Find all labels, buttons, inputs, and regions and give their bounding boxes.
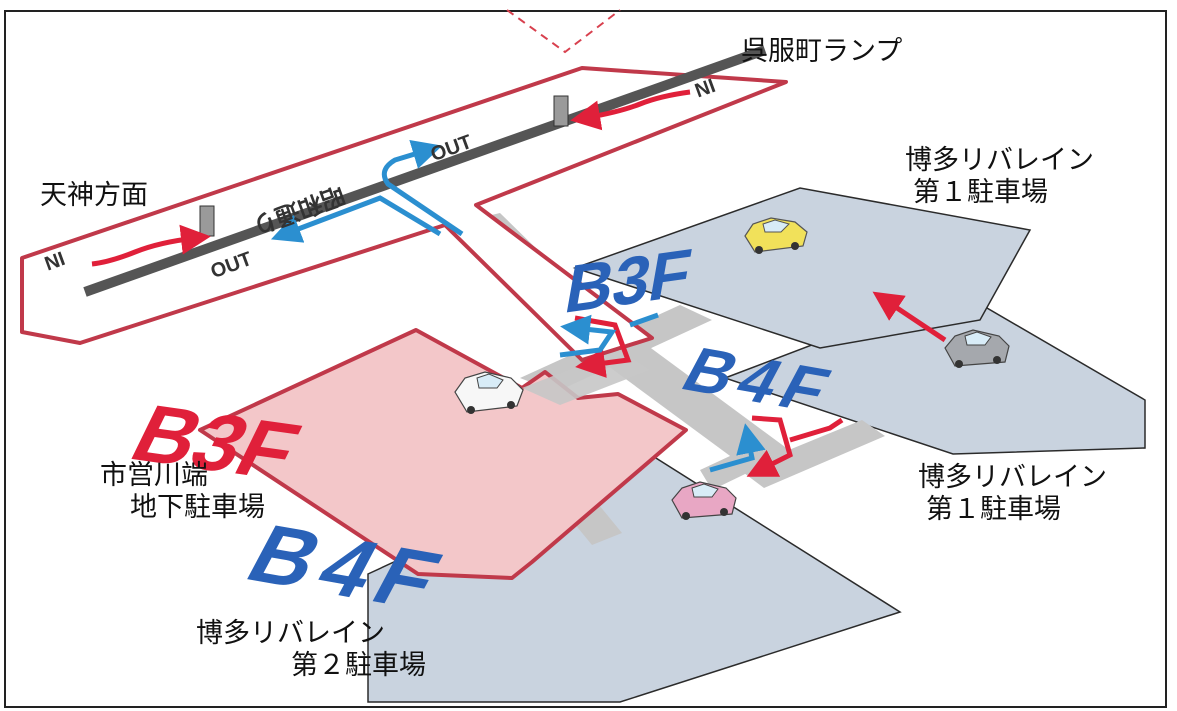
car-white-icon [454,371,524,414]
arrow-b4f-top [872,291,947,343]
ramp-label: 呉服町ランプ [741,36,903,67]
ramp-arrows-lower [709,415,844,477]
out-arrow-bottom [270,195,442,243]
riverain1-top-label: 博多リバレイン 第１駐車場 [905,145,1094,209]
ramp-arrows-upper [559,312,659,378]
callout-pointer [506,9,621,54]
in-arrow-right [570,89,691,131]
gate-icon [199,205,215,237]
shiei-line1: 市営川端 [100,460,208,491]
riverain2-line1: 博多リバレイン [196,618,385,649]
shiei-label: 市営川端 地下駐車場 [100,460,265,524]
floor-riverain1-b3f [572,187,1032,349]
car-yellow-icon [744,217,808,254]
riverain2-line2: 第２駐車場 [291,649,426,681]
car-gray-icon [944,329,1010,368]
riverain1-right-line2: 第１駐車場 [926,493,1061,525]
tenjin-label: 天神方面 [40,180,148,211]
car-pink-icon [671,481,737,520]
in-arrow-left [91,224,211,267]
gate-icon [553,95,569,127]
riverain2-label: 博多リバレイン 第２駐車場 [196,618,426,682]
shiei-line2: 地下駐車場 [130,491,265,523]
out-arrow-top [381,139,464,237]
riverain1-right-line1: 博多リバレイン [918,462,1107,493]
riverain1-top-line1: 博多リバレイン [905,145,1094,176]
riverain1-top-line2: 第１駐車場 [913,176,1048,208]
riverain1-right-label: 博多リバレイン 第１駐車場 [918,462,1107,526]
